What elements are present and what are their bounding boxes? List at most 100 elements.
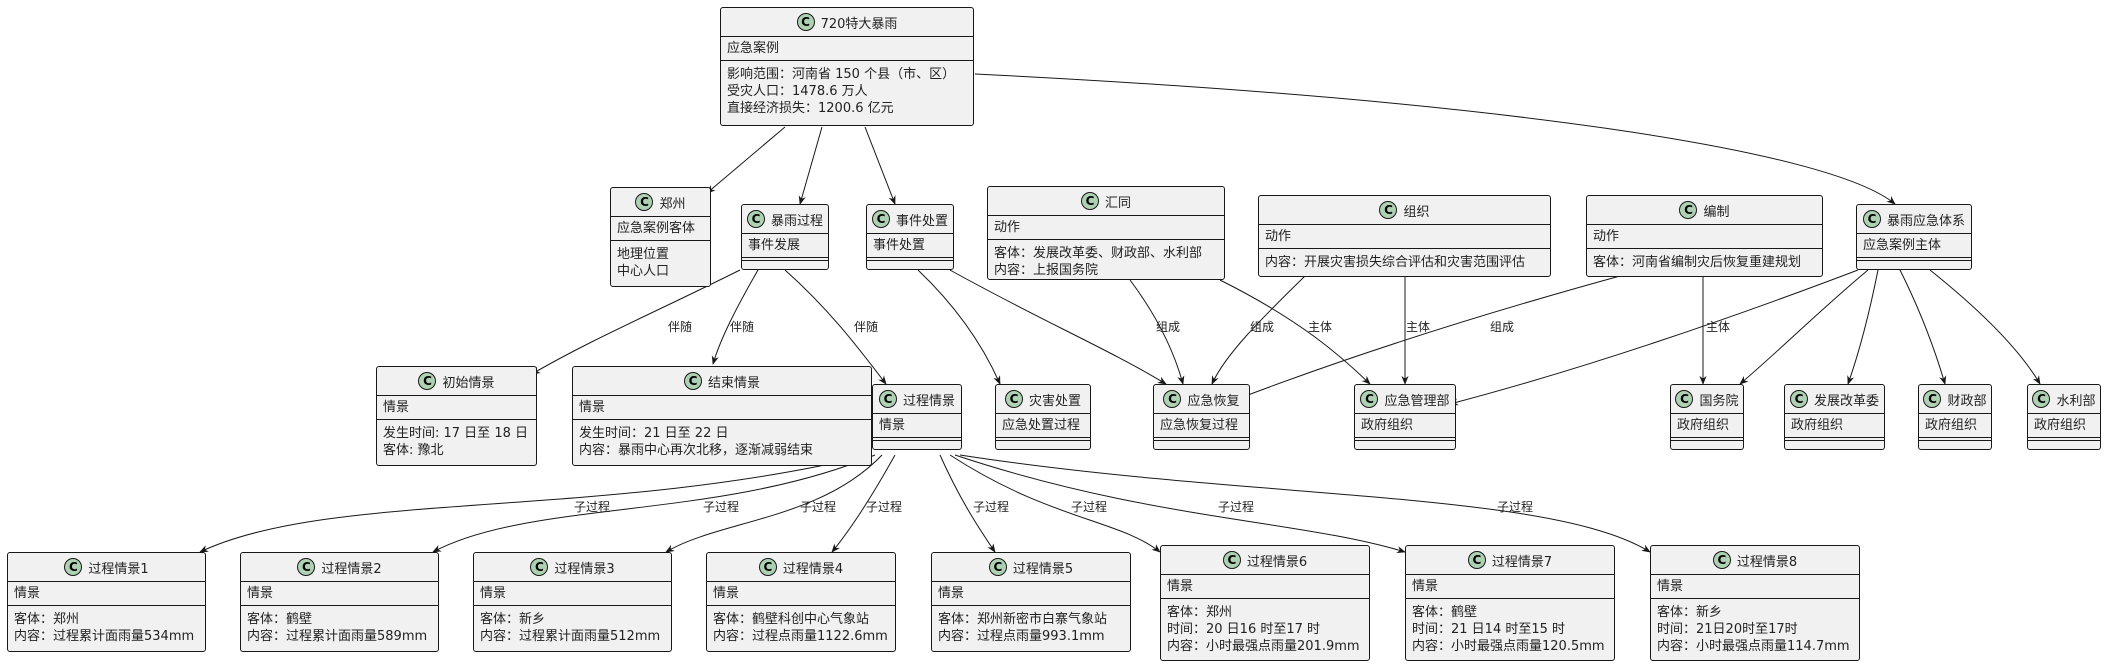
- class-icon: C: [1222, 551, 1241, 569]
- node-attr: 时间：21 日14 时至15 时: [1412, 622, 1566, 637]
- class-icon: C: [297, 558, 316, 576]
- node-attr: 内容：小时最强点雨量120.5mm: [1412, 639, 1605, 654]
- edge-system-emgmt: [1449, 269, 1859, 406]
- node-title: 过程情景: [902, 393, 955, 409]
- edge-process-p8: [959, 454, 1651, 553]
- class-icon: C: [1379, 201, 1398, 219]
- node-title: 过程情景5: [1012, 561, 1074, 577]
- node-title: 过程情景3: [554, 561, 615, 577]
- node-attr: 内容：过程点雨量1122.6mm: [713, 629, 888, 644]
- edge-rain-process: [784, 269, 887, 385]
- node-stereotype: 政府组织: [1785, 413, 1884, 438]
- class-icon: C: [635, 193, 654, 211]
- node-title: 组织: [1403, 204, 1430, 220]
- node-stereotype: 情景: [932, 581, 1130, 606]
- edge-label-accompany-2: 伴随: [730, 320, 755, 334]
- node-attr: 客体：河南省编制灾后恢复重建规划: [1593, 255, 1802, 270]
- node-attr: 客体：发展改革委、财政部、水利部: [994, 246, 1203, 261]
- node-title: 过程情景2: [321, 561, 382, 577]
- edge-process-p2: [432, 454, 876, 553]
- edge-incident-recovery: [949, 269, 1167, 385]
- class-icon: C: [796, 13, 815, 31]
- edge-label-subprocess-1: 子过程: [574, 500, 611, 514]
- node-stereotype: 情景: [8, 581, 205, 606]
- class-icon: C: [1675, 390, 1694, 408]
- class-icon: C: [1163, 390, 1182, 408]
- node-stereotype: 情景: [1651, 574, 1859, 599]
- class-icon: C: [2032, 390, 2051, 408]
- class-icon: C: [758, 558, 777, 576]
- class-icon: C: [683, 372, 702, 390]
- edge-label-subject-1: 主体: [1308, 320, 1333, 334]
- node-stereotype: 动作: [988, 215, 1224, 240]
- edge-label-subject-2: 主体: [1406, 320, 1431, 334]
- edge-label-subprocess-2: 子过程: [703, 500, 740, 514]
- node-stereotype: 动作: [1587, 224, 1822, 249]
- edge-system-caizheng: [1899, 269, 1947, 385]
- node-title: 初始情景: [442, 375, 495, 391]
- node-attr: 影响范围：河南省 150 个县（市、区）: [727, 67, 956, 82]
- edge-huitong-recovery: [1129, 279, 1185, 385]
- node-attr: 客体：鹤壁: [247, 612, 313, 627]
- node-attr: 客体: 豫北: [383, 443, 444, 458]
- node-attr: 客体：新乡: [1657, 605, 1723, 620]
- edge-process-p7: [954, 454, 1406, 554]
- node-attr: 时间：20 日16 时至17 时: [1167, 622, 1321, 637]
- class-icon: C: [418, 372, 437, 390]
- node-attr: 时间：21日20时至17时: [1657, 622, 1798, 637]
- node-stereotype: 政府组织: [1355, 413, 1455, 438]
- node-stereotype: 情景: [873, 413, 961, 438]
- node-attr: 内容：过程累计面雨量512mm: [480, 629, 661, 644]
- node-attr: 客体：郑州新密市白寨气象站: [938, 612, 1108, 627]
- node-stereotype: 情景: [707, 581, 895, 606]
- edge-label-subprocess-3: 子过程: [800, 500, 837, 514]
- edge-process-p5: [939, 454, 996, 553]
- node-title: 暴雨应急体系: [1886, 213, 1965, 229]
- node-title: 国务院: [1699, 393, 1739, 409]
- edge-label-subprocess-5: 子过程: [973, 500, 1010, 514]
- edge-rain-end: [711, 269, 759, 365]
- node-attr: 客体：郑州: [1167, 605, 1233, 620]
- node-attr: 客体：鹤壁科创中心气象站: [713, 612, 870, 627]
- node-title: 发展改革委: [1813, 393, 1879, 409]
- node-stereotype: 情景: [474, 581, 671, 606]
- edge-bianzhi-recovery: [1239, 275, 1621, 399]
- node-attr: 内容：开展灾害损失综合评估和灾害范围评估: [1265, 255, 1526, 270]
- node-stereotype: 应急案例主体: [1857, 233, 1971, 258]
- edge-system-shuili: [1929, 269, 2041, 385]
- node-stereotype: 应急案例: [721, 36, 973, 61]
- node-title: 结束情景: [707, 375, 760, 391]
- node-title: 过程情景7: [1491, 554, 1553, 570]
- node-attr: 发生时间: 17 日至 18 日: [383, 426, 528, 441]
- edge-label-compose-2: 组成: [1250, 320, 1275, 334]
- node-attr: 直接经济损失：1200.6 亿元: [727, 101, 894, 116]
- node-title: 过程情景8: [1736, 554, 1798, 570]
